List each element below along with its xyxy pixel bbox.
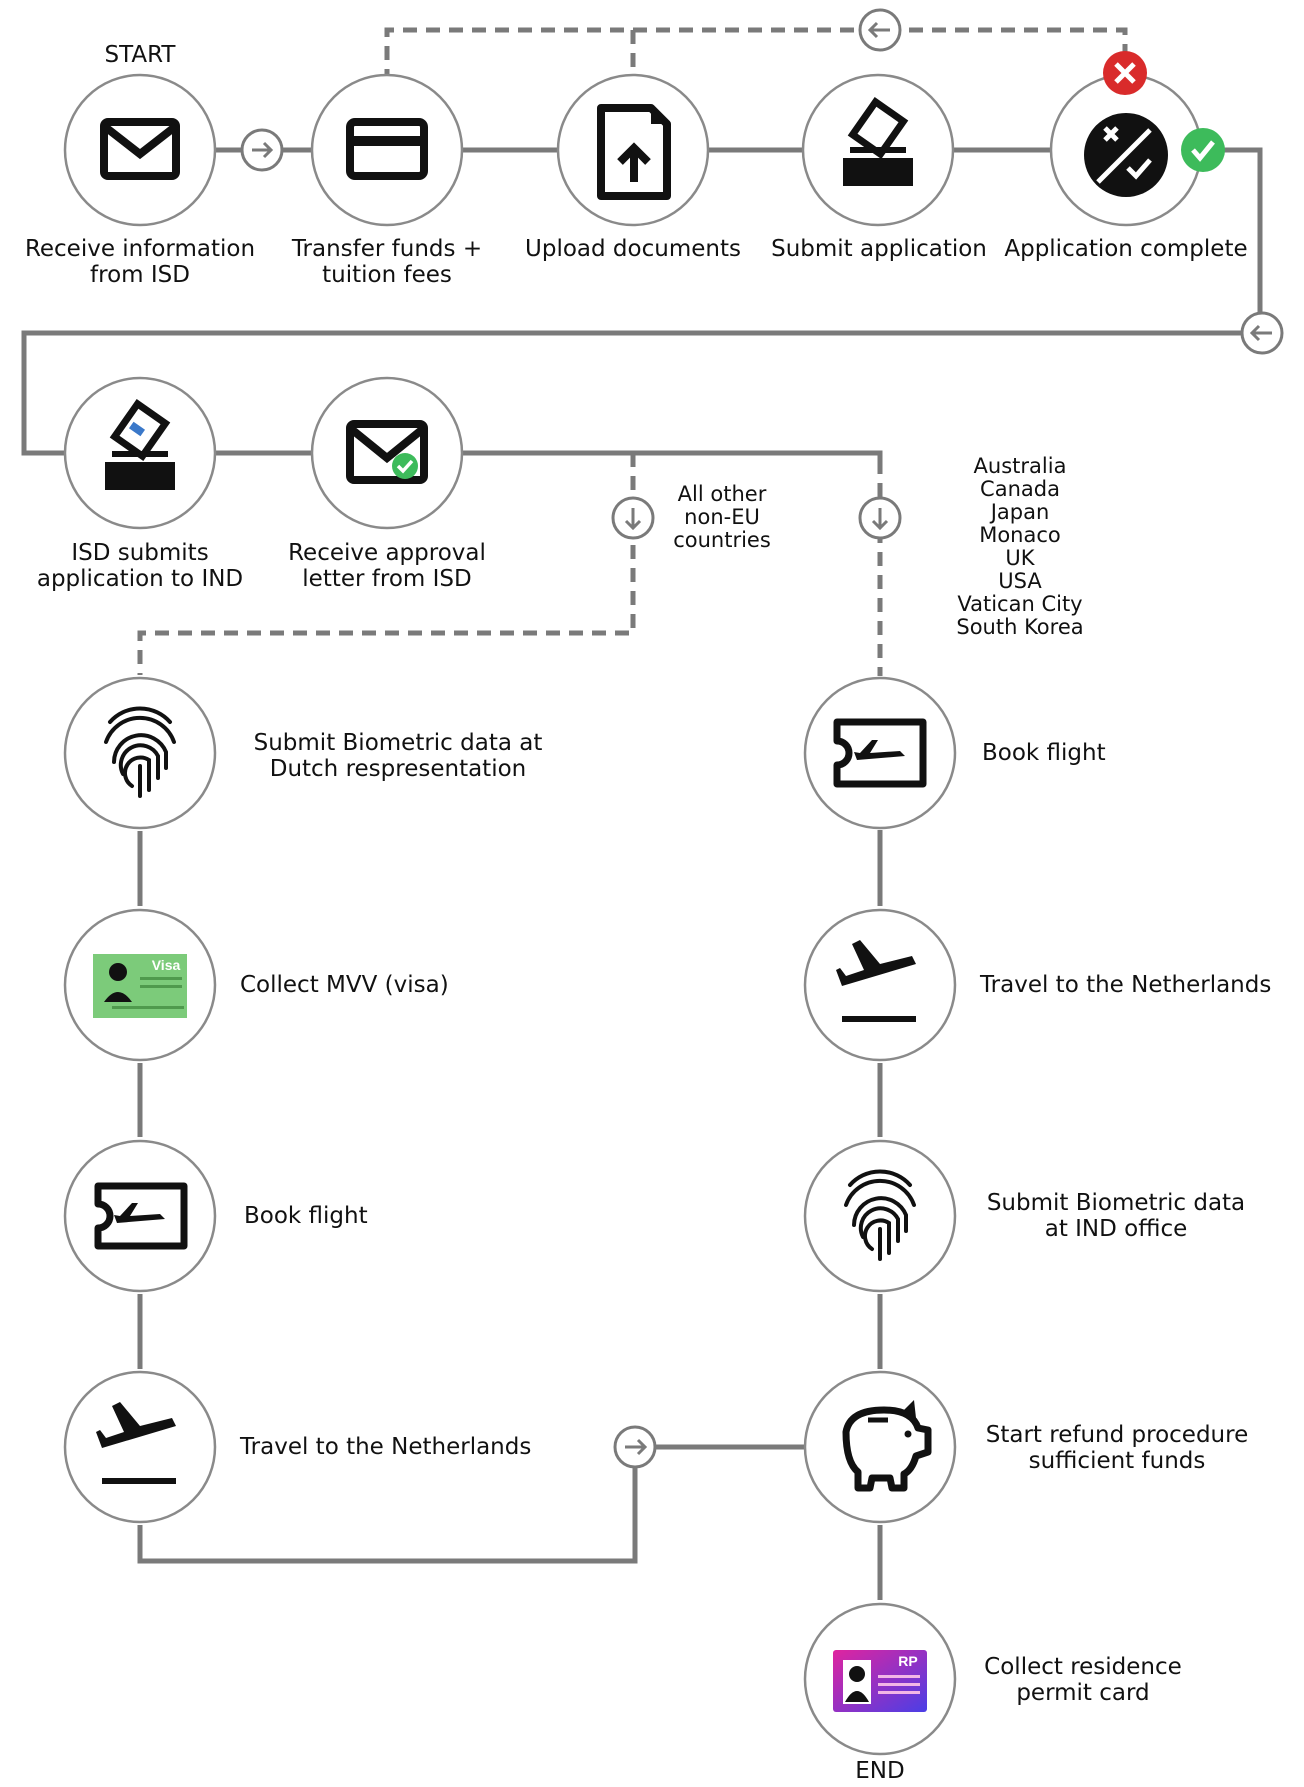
- fingerprint-icon: [104, 706, 176, 798]
- top-row-label: Submit application: [771, 236, 987, 262]
- step-left-biometric: [63, 676, 217, 830]
- step-application-complete: [1049, 51, 1225, 227]
- plane-departure-icon: [96, 1402, 176, 1484]
- left-path-label: Book flight: [244, 1203, 368, 1229]
- step-residence-permit: RP: [803, 1602, 957, 1756]
- connector: [461, 450, 883, 460]
- arrow-right-icon: [240, 128, 284, 172]
- connector: [137, 1444, 804, 1564]
- step-right-travel: [803, 908, 957, 1062]
- residence-permit-icon: RP: [833, 1650, 927, 1712]
- return-loop-dashed: [384, 27, 1128, 83]
- step-upload-documents: [556, 73, 710, 227]
- arrow-down-icon: [611, 496, 655, 540]
- step-isd-submits: [63, 376, 217, 530]
- flight-ticket-icon: [833, 718, 927, 788]
- step-transfer-funds: [310, 73, 464, 227]
- country-item: South Korea: [956, 615, 1084, 639]
- piggy-bank-icon: [842, 1400, 932, 1492]
- step-collect-mvv: Visa: [63, 908, 217, 1062]
- top-row-label: Transfer funds +tuition fees: [291, 236, 483, 288]
- left-path-label: Collect MVV (visa): [240, 972, 449, 998]
- fingerprint-icon: [844, 1169, 916, 1261]
- step-right-book-flight: [803, 676, 957, 830]
- country-item: USA: [998, 569, 1042, 593]
- right-path-label: Travel to the Netherlands: [980, 972, 1272, 998]
- step-receive-information: [63, 73, 217, 227]
- step-right-biometric: [803, 1139, 957, 1293]
- step-receive-approval: [310, 376, 464, 530]
- arrow-right-icon: [613, 1425, 657, 1469]
- branch-left-dashed: [137, 453, 636, 675]
- ballot-box-icon: [105, 398, 175, 490]
- step-refund: [803, 1370, 957, 1524]
- arrow-down-icon: [858, 496, 902, 540]
- arrow-left-icon: [1240, 311, 1284, 355]
- visa-card-icon: Visa: [93, 954, 187, 1018]
- upload-file-icon: [597, 104, 671, 200]
- connector: [21, 147, 1263, 456]
- plane-departure-icon: [836, 940, 916, 1022]
- step-left-book-flight: [63, 1139, 217, 1293]
- rp-card-text: RP: [898, 1653, 917, 1669]
- ballot-box-icon: [843, 96, 913, 186]
- start-label: START: [104, 42, 176, 68]
- envelope-icon: [100, 118, 180, 180]
- flight-ticket-icon: [94, 1182, 188, 1250]
- arrow-left-icon: [858, 8, 902, 52]
- step-submit-application: [801, 73, 955, 227]
- top-row-label: Upload documents: [525, 236, 741, 262]
- visa-card-text: Visa: [152, 957, 181, 973]
- country-item: UK: [1005, 546, 1035, 570]
- right-path-label: Book flight: [982, 740, 1106, 766]
- credit-card-icon: [346, 118, 428, 180]
- country-item: Australia: [973, 454, 1067, 478]
- error-badge-icon: [1103, 51, 1147, 95]
- step-left-travel: [63, 1370, 217, 1524]
- envelope-check-icon: [346, 420, 428, 484]
- left-path-label: Travel to the Netherlands: [240, 1434, 532, 1460]
- country-list: Australia Canada Japan Monaco UK USA Vat…: [940, 455, 1100, 639]
- country-item: Canada: [980, 477, 1060, 501]
- checklist-icon: [1084, 113, 1168, 197]
- country-item: Vatican City: [957, 592, 1083, 616]
- end-label: END: [855, 1758, 905, 1784]
- top-row-label: Application complete: [1004, 236, 1248, 262]
- country-item: Monaco: [979, 523, 1061, 547]
- success-badge-icon: [1181, 128, 1225, 172]
- country-item: Japan: [990, 500, 1050, 524]
